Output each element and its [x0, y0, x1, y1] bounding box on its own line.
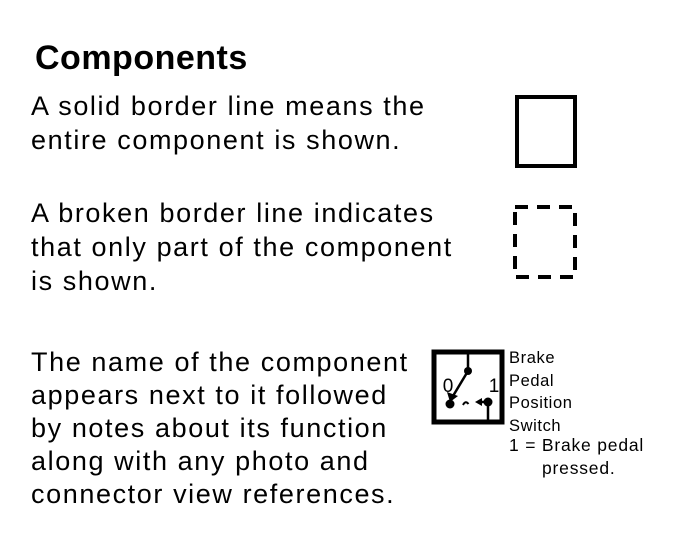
switch-motion-dash	[462, 401, 470, 406]
broken-border-symbol	[513, 205, 577, 279]
solid-border-paragraph: A solid border line means the entire com…	[31, 91, 426, 155]
switch-contact-0-dot	[445, 399, 455, 409]
switch-lever	[451, 370, 470, 397]
component-name-paragraph: The name of the component appears next t…	[31, 347, 409, 509]
switch-lever-arrowhead	[447, 392, 458, 402]
solid-border-symbol	[515, 95, 577, 168]
page-title: Components	[35, 38, 248, 77]
component-label: Brake Pedal Position Switch	[509, 349, 573, 435]
component-note-line2: pressed.	[542, 458, 616, 478]
brake-pedal-switch-symbol-icon: 0 1	[431, 349, 505, 425]
broken-border-paragraph: A broken border line indicates that only…	[31, 198, 453, 296]
switch-position-1-label: 1	[489, 376, 500, 397]
switch-position-0-label: 0	[443, 376, 454, 397]
component-note: 1 = Brake pedal pressed.	[509, 434, 644, 480]
component-note-line1: 1 = Brake pedal	[509, 435, 645, 455]
switch-contact-1-arrowhead	[475, 398, 482, 406]
